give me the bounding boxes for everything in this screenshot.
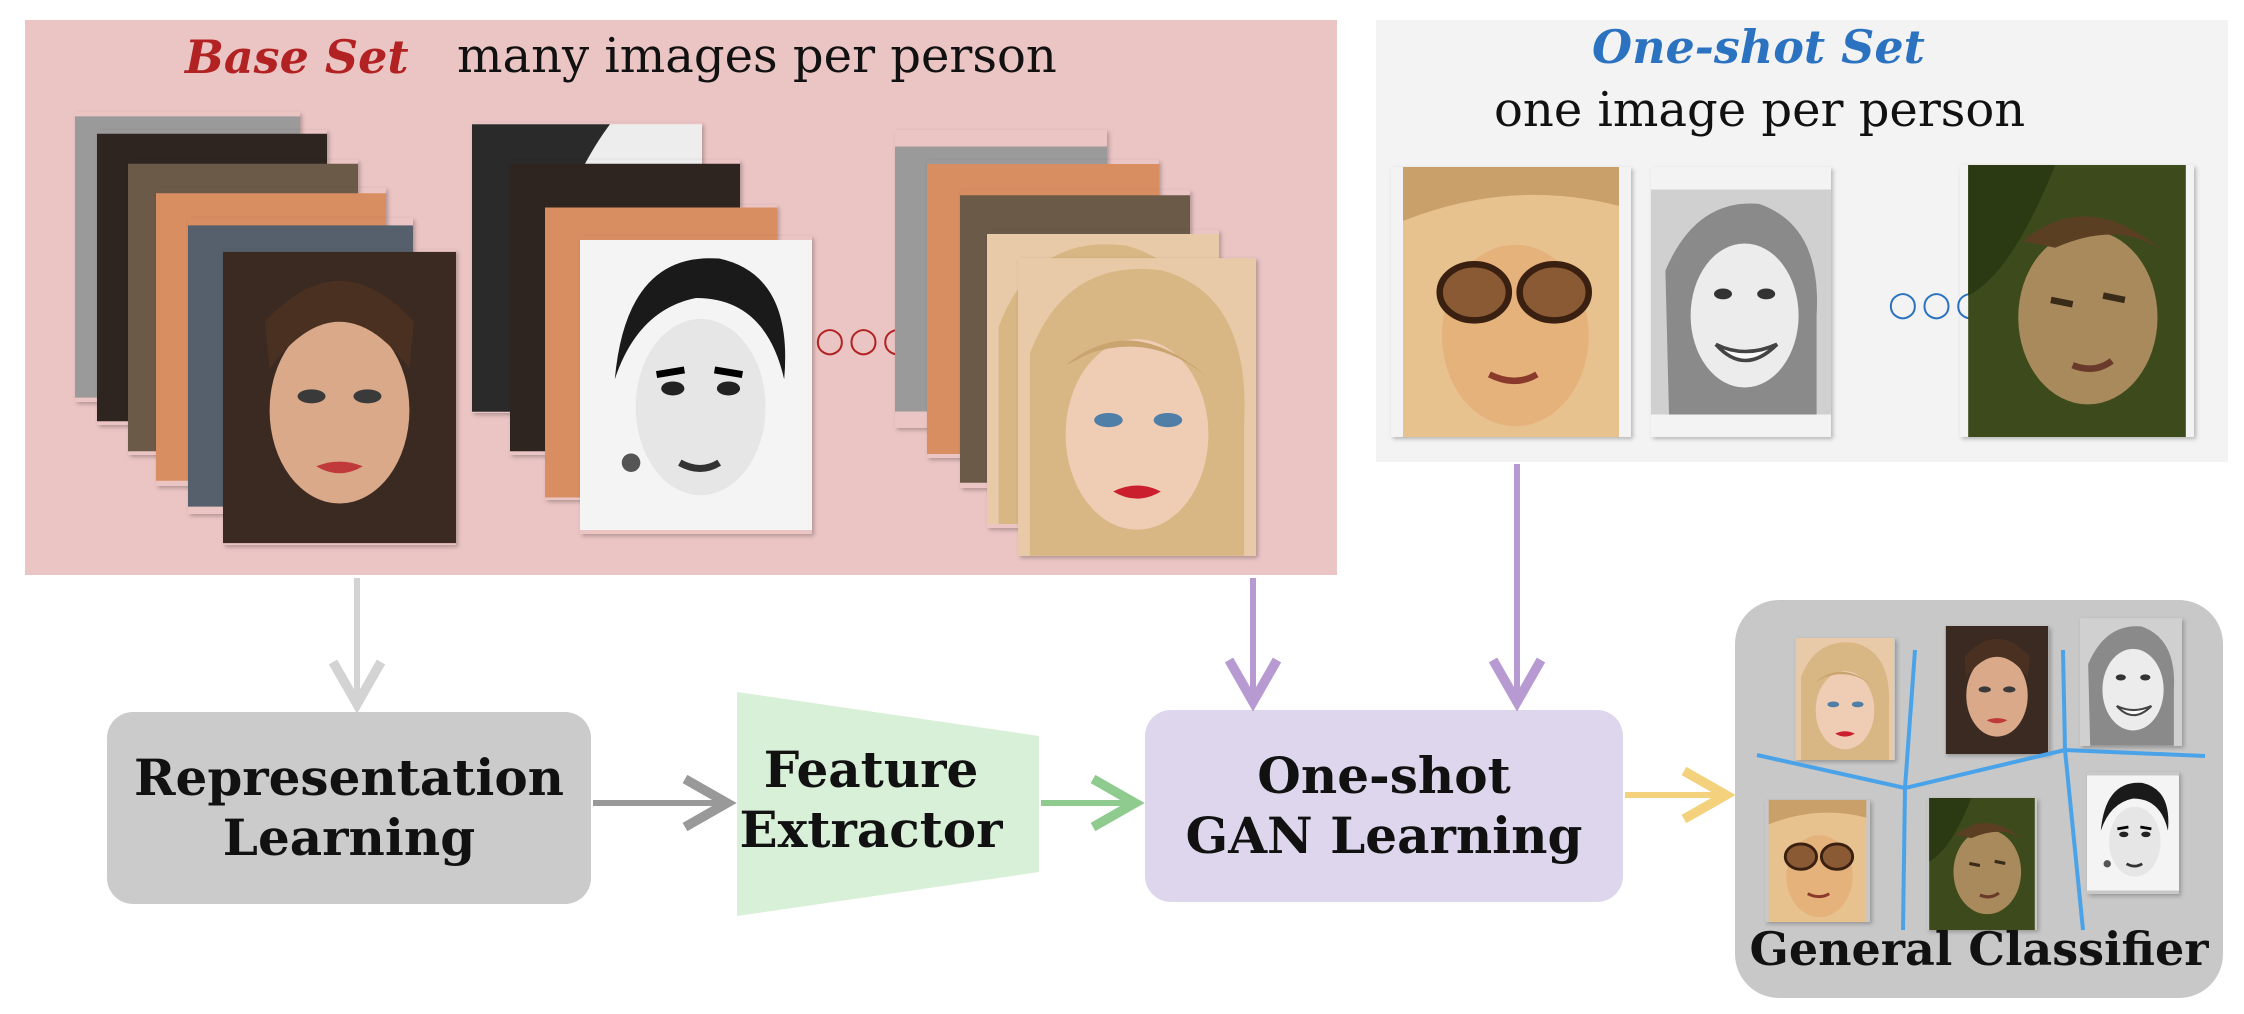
general-classifier-panel [1735,600,2223,998]
base-set-title: Base Set [185,30,409,84]
base-face-image [580,236,812,534]
gan-label-line2: GAN Learning [1185,806,1583,865]
base-face-image [223,250,456,545]
feature-extractor-trapezoid [737,692,1039,916]
feature-label-line1: Feature [763,740,979,799]
base-set-subtitle: many images per person [457,28,1057,84]
one-shot-set-title: One-shot Set [1592,20,1925,74]
general-classifier-label: General Classifier [1749,922,2209,976]
one-shot-set-panel: One-shot Set one image per person ○○○ [1376,20,2228,462]
feature-label-line2: Extractor [739,800,1003,859]
base-set-panel: Base Set many images per person ○○○ [25,20,1337,575]
one-shot-gan-learning-box: One-shot GAN Learning [1145,710,1623,902]
base-face-image [1018,258,1256,556]
representation-label-line2: Learning [222,808,476,867]
one-shot-face-image [1391,167,1631,437]
feature-extractor-label: Feature Extractor [737,740,1005,860]
one-shot-set-subtitle: one image per person [1494,82,2026,138]
one-shot-face-image [1651,167,1831,437]
classifier-decision-boundaries [1756,649,2206,931]
representation-learning-box: Representation Learning [107,712,591,904]
gan-label-line1: One-shot [1257,746,1511,805]
representation-label-line1: Representation [133,748,565,807]
one-shot-face-image [1960,165,2194,437]
